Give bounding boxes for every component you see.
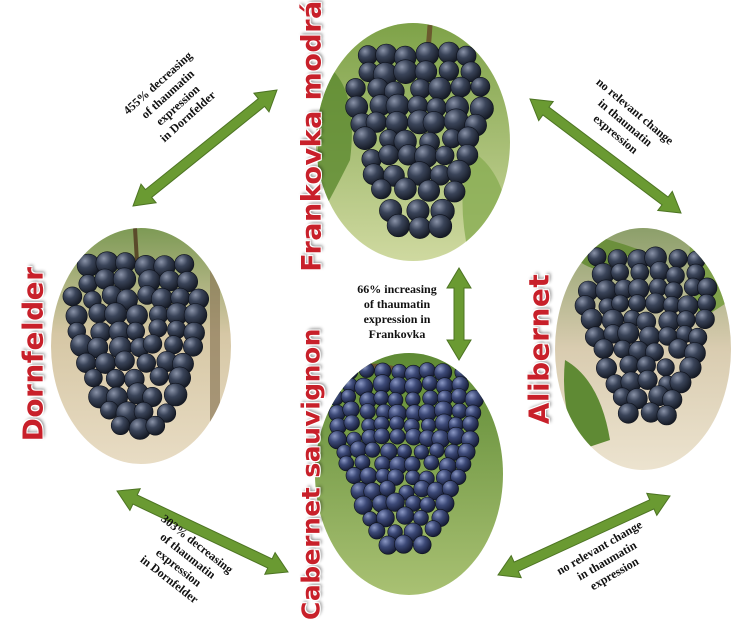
annotation-center: 66% increasing of thaumatin expression i… <box>357 282 436 342</box>
annotation-line: Frankovka <box>357 327 436 342</box>
alibernet-photo <box>555 228 731 470</box>
variety-label-frankovka: Frankovka modrá <box>297 0 328 271</box>
variety-label-dornfelder: Dornfelder <box>17 267 50 442</box>
annotation-line: expression in <box>357 312 436 327</box>
variety-label-cabernet: Cabernet sauvignon <box>297 328 326 620</box>
annotation-line: 66% increasing <box>357 282 436 297</box>
variety-label-alibernet: Alibernet <box>523 274 556 425</box>
dornfelder-photo <box>51 228 231 464</box>
cabernet-photo <box>315 353 503 595</box>
frankovka-photo <box>316 23 510 261</box>
annotation-line: of thaumatin <box>357 297 436 312</box>
arrow-frankovka-cabernet-icon <box>447 268 471 360</box>
